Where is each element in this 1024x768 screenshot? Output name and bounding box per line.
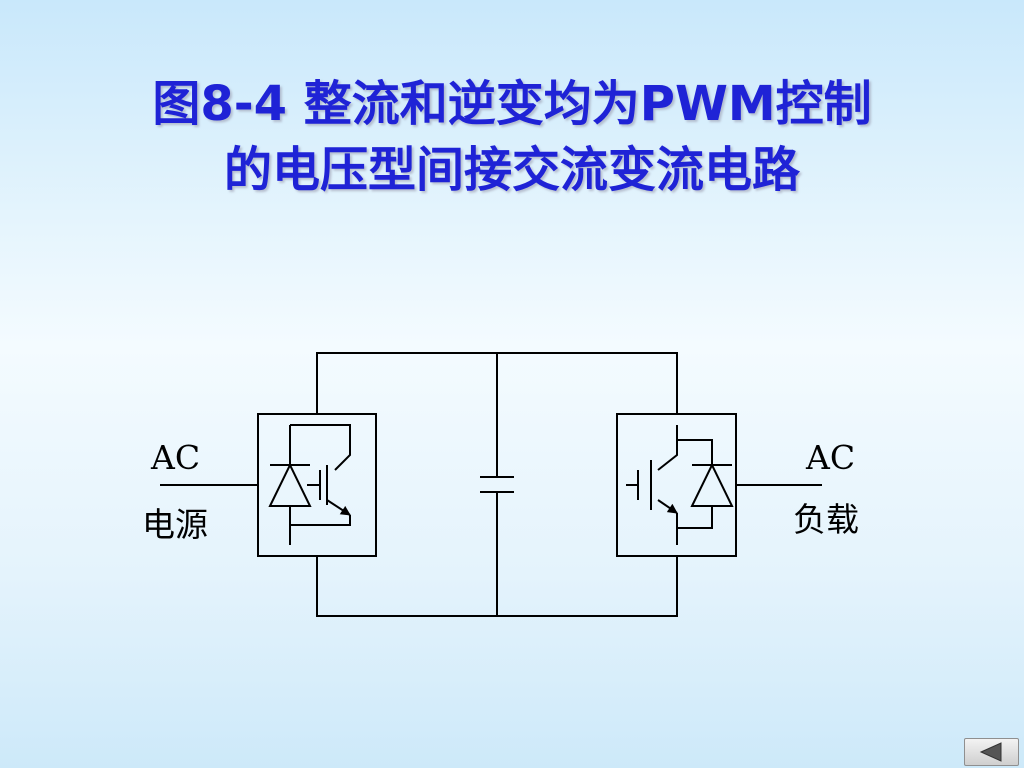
ac-source-label: AC xyxy=(151,438,201,477)
previous-slide-button[interactable] xyxy=(964,738,1019,766)
title-line-2: 的电压型间接交流变流电路 xyxy=(223,142,800,198)
ac-load-label: AC xyxy=(806,438,856,477)
power-source-label: 电源 xyxy=(142,505,208,544)
left-triangle-icon xyxy=(979,742,1002,762)
title-line-1: 图8-4 整流和逆变均为PWM控制 xyxy=(152,76,872,132)
inverter-diode-icon xyxy=(690,462,734,507)
rectifier-switch-symbol xyxy=(268,424,351,545)
inverter-box xyxy=(616,413,737,557)
inverter-switch-symbol xyxy=(626,425,734,545)
load-label: 负载 xyxy=(793,500,859,539)
rectifier-diode-icon xyxy=(268,462,312,507)
rectifier-box xyxy=(257,413,377,557)
